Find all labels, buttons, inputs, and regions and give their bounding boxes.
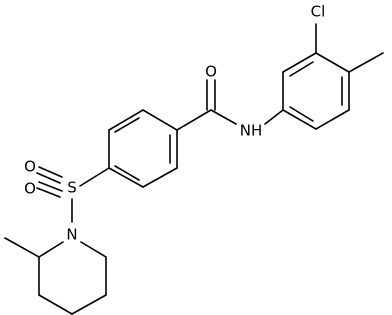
bond: [142, 109, 178, 131]
bond: [289, 106, 314, 122]
benzamide-ring: [108, 109, 178, 188]
bond: [108, 167, 144, 188]
bond: [282, 109, 317, 130]
bond: [114, 165, 140, 181]
piperidine-ring: N: [4, 226, 107, 315]
ring-nitrogen-label: N: [66, 226, 77, 244]
bond: [36, 187, 61, 198]
bond: [38, 294, 73, 315]
bond: [80, 241, 107, 258]
sulfur-label: S: [67, 179, 77, 197]
bond: [289, 61, 314, 77]
bond: [176, 109, 212, 131]
aryl-methyl-bond: [348, 52, 384, 73]
chloro-substituent: Cl: [311, 3, 326, 54]
bond: [315, 109, 350, 130]
bond: [36, 172, 61, 184]
bond: [210, 109, 237, 125]
bond: [142, 167, 178, 188]
bond: [108, 109, 144, 131]
bond: [114, 117, 140, 133]
amide-nh-label: NH: [240, 122, 263, 140]
carbonyl-oxygen-label: O: [205, 63, 217, 81]
aniline-ring: [264, 52, 350, 130]
bond: [315, 52, 350, 73]
ring-methyl-bond: [4, 237, 40, 258]
bond: [38, 166, 63, 178]
sulfonyl-group: S O O: [24, 158, 110, 223]
amide-group: O NH: [176, 63, 263, 140]
bond: [71, 294, 107, 315]
chlorine-label: Cl: [311, 3, 326, 21]
sulfonyl-oxygen-2-label: O: [24, 180, 36, 198]
bond: [79, 167, 110, 187]
bond: [282, 52, 317, 73]
bond: [38, 181, 63, 192]
bond: [38, 241, 64, 258]
sulfonyl-oxygen-1-label: O: [24, 158, 36, 176]
bond: [264, 109, 284, 125]
